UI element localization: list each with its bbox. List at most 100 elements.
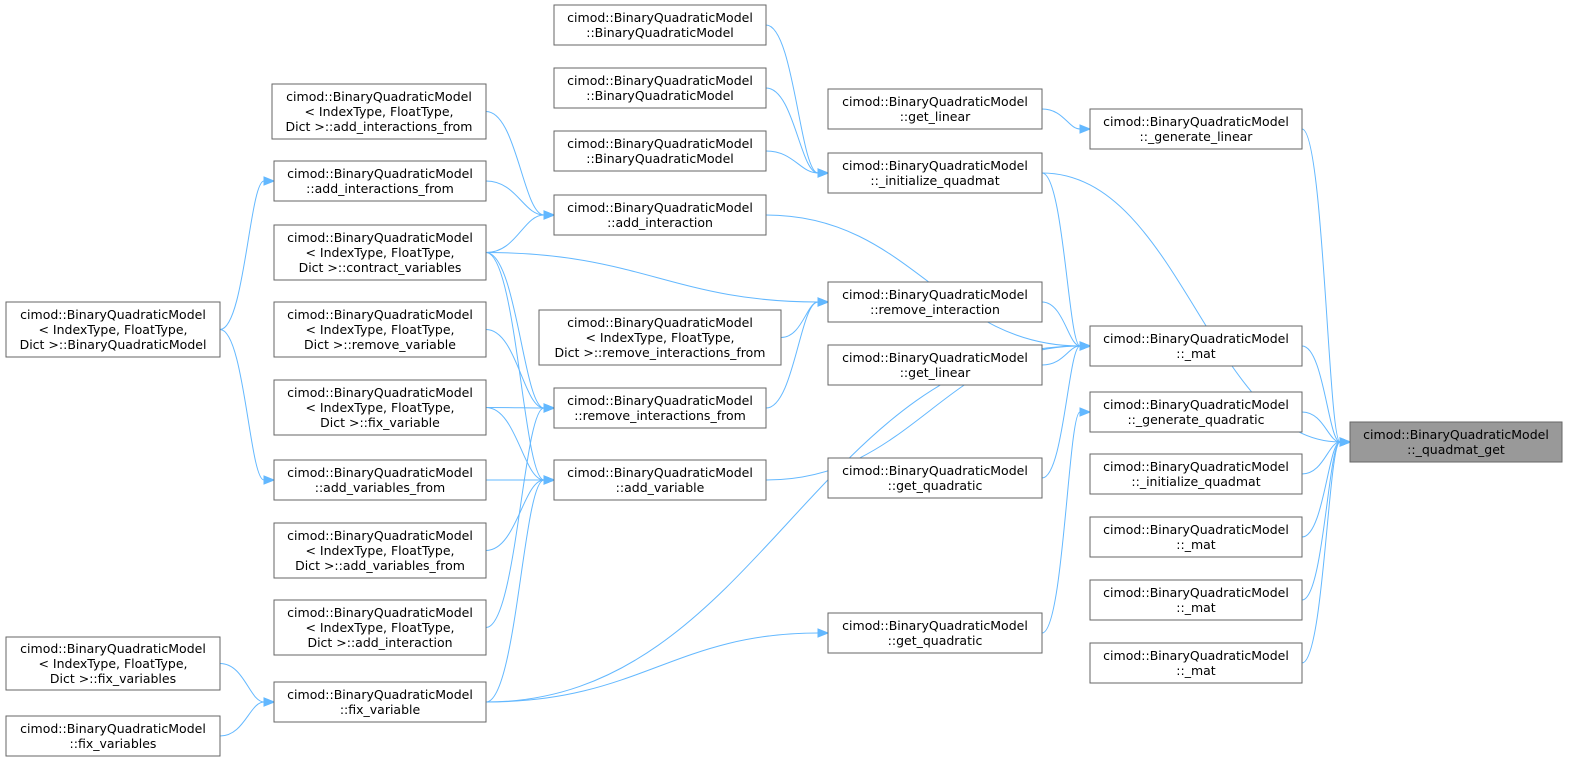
node-getlin1[interactable]: cimod::BinaryQuadraticModel::get_linear [827, 88, 1043, 130]
node-ctor_t[interactable]: cimod::BinaryQuadraticModel< IndexType, … [5, 301, 221, 358]
node-addint[interactable]: cimod::BinaryQuadraticModel::add_interac… [553, 194, 767, 236]
node-label-line: < IndexType, FloatType, [585, 330, 734, 345]
node-addintsfrom[interactable]: cimod::BinaryQuadraticModel::add_interac… [273, 160, 487, 202]
edge-fixvar_t-to-addvar [485, 407, 545, 481]
node-label-line: Dict >::contract_variables [299, 260, 462, 275]
node-genlin[interactable]: cimod::BinaryQuadraticModel::_generate_l… [1089, 108, 1303, 150]
node-label-line: < IndexType, FloatType, [305, 322, 454, 337]
edge-initq2-to-qget [1301, 441, 1341, 475]
node-initq[interactable]: cimod::BinaryQuadraticModel::_initialize… [827, 152, 1043, 194]
node-box [827, 281, 1043, 323]
node-ctor2[interactable]: cimod::BinaryQuadraticModel::BinaryQuadr… [553, 67, 767, 109]
node-box [1349, 421, 1563, 463]
node-label-line: ::BinaryQuadraticModel [586, 25, 734, 40]
edge-fixvar_t-to-remintsfrom [485, 407, 545, 409]
node-mat2[interactable]: cimod::BinaryQuadraticModel::_mat [1089, 516, 1303, 558]
node-label-line: < IndexType, FloatType, [38, 656, 187, 671]
node-label-line: < IndexType, FloatType, [305, 620, 454, 635]
node-label-line: ::_mat [1176, 537, 1216, 552]
node-box [273, 160, 487, 202]
node-label-line: ::_mat [1176, 346, 1216, 361]
node-label-line: cimod::BinaryQuadraticModel [1103, 331, 1289, 346]
arrowhead [263, 697, 276, 707]
node-fixvars_t[interactable]: cimod::BinaryQuadraticModel< IndexType, … [5, 636, 221, 691]
node-label-line: cimod::BinaryQuadraticModel [20, 721, 206, 736]
node-label-line: cimod::BinaryQuadraticModel [287, 465, 473, 480]
arrowhead [543, 210, 556, 220]
node-label-line: ::_initialize_quadmat [870, 173, 999, 188]
node-box [1089, 642, 1303, 684]
node-ctor1[interactable]: cimod::BinaryQuadraticModel::BinaryQuadr… [553, 4, 767, 46]
node-fixvar_t[interactable]: cimod::BinaryQuadraticModel< IndexType, … [273, 379, 487, 436]
node-label-line: Dict >::BinaryQuadraticModel [20, 337, 207, 352]
node-label-line: Dict >::add_variables_from [295, 558, 465, 573]
arrowhead [817, 628, 830, 638]
node-remintsfrom[interactable]: cimod::BinaryQuadraticModel::remove_inte… [553, 387, 767, 429]
node-box [538, 309, 782, 366]
edge-ctor3-to-initq [765, 150, 819, 174]
node-box [273, 599, 487, 656]
node-getlin2[interactable]: cimod::BinaryQuadraticModel::get_linear [827, 344, 1043, 386]
arrowhead [817, 297, 830, 307]
node-box [271, 83, 487, 140]
node-qget[interactable]: cimod::BinaryQuadraticModel::_quadmat_ge… [1349, 421, 1563, 463]
node-contract[interactable]: cimod::BinaryQuadraticModel< IndexType, … [273, 224, 487, 281]
node-label-line: cimod::BinaryQuadraticModel [567, 136, 753, 151]
node-fixvar[interactable]: cimod::BinaryQuadraticModel::fix_variabl… [273, 681, 487, 723]
node-getquad2[interactable]: cimod::BinaryQuadraticModel::get_quadrat… [827, 612, 1043, 654]
node-addintsfrom_t[interactable]: cimod::BinaryQuadraticModel< IndexType, … [271, 83, 487, 140]
node-label-line: cimod::BinaryQuadraticModel [287, 166, 473, 181]
node-box [553, 67, 767, 109]
arrowhead [1079, 341, 1092, 351]
arrowhead [543, 475, 556, 485]
node-getquad1[interactable]: cimod::BinaryQuadraticModel::get_quadrat… [827, 457, 1043, 499]
node-box [553, 130, 767, 172]
edge-getquad1-to-mat1 [1041, 345, 1081, 479]
edge-contract-to-addvar [485, 252, 545, 481]
node-remintsfrom_t[interactable]: cimod::BinaryQuadraticModel< IndexType, … [538, 309, 782, 366]
node-genquad[interactable]: cimod::BinaryQuadraticModel::_generate_q… [1089, 391, 1303, 433]
edge-mat2-to-qget [1301, 441, 1341, 538]
edge-contract-to-addint [485, 214, 545, 253]
edge-addintsfrom_t-to-addint [485, 111, 545, 216]
node-label-line: < IndexType, FloatType, [38, 322, 187, 337]
node-label-line: Dict >::fix_variables [50, 671, 176, 686]
node-ctor3[interactable]: cimod::BinaryQuadraticModel::BinaryQuadr… [553, 130, 767, 172]
node-addint_t[interactable]: cimod::BinaryQuadraticModel< IndexType, … [273, 599, 487, 656]
node-mat1[interactable]: cimod::BinaryQuadraticModel::_mat [1089, 325, 1303, 367]
node-box [5, 715, 221, 757]
node-addvarsfrom[interactable]: cimod::BinaryQuadraticModel::add_variabl… [273, 459, 487, 501]
node-label-line: cimod::BinaryQuadraticModel [842, 158, 1028, 173]
node-label-line: cimod::BinaryQuadraticModel [1103, 114, 1289, 129]
node-label-line: ::_mat [1176, 600, 1216, 615]
node-label-line: < IndexType, FloatType, [305, 543, 454, 558]
node-label-line: cimod::BinaryQuadraticModel [567, 465, 753, 480]
node-mat4[interactable]: cimod::BinaryQuadraticModel::_mat [1089, 642, 1303, 684]
node-addvar[interactable]: cimod::BinaryQuadraticModel::add_variabl… [553, 459, 767, 501]
node-box [5, 301, 221, 358]
node-box [273, 681, 487, 723]
node-addvarsfrom_t[interactable]: cimod::BinaryQuadraticModel< IndexType, … [273, 522, 487, 579]
node-label-line: cimod::BinaryQuadraticModel [287, 307, 473, 322]
edge-remintsfrom_t-to-remint [780, 301, 819, 338]
node-fixvars[interactable]: cimod::BinaryQuadraticModel::fix_variabl… [5, 715, 221, 757]
node-label-line: ::add_interaction [607, 215, 713, 230]
node-remint[interactable]: cimod::BinaryQuadraticModel::remove_inte… [827, 281, 1043, 323]
node-remvar_t[interactable]: cimod::BinaryQuadraticModel< IndexType, … [273, 301, 487, 358]
node-label-line: ::get_linear [900, 109, 971, 124]
node-label-line: cimod::BinaryQuadraticModel [842, 618, 1028, 633]
node-box [1089, 579, 1303, 621]
node-label-line: cimod::BinaryQuadraticModel [287, 687, 473, 702]
node-label-line: ::BinaryQuadraticModel [586, 88, 734, 103]
node-label-line: cimod::BinaryQuadraticModel [842, 350, 1028, 365]
edge-fixvars_t-to-fixvar [219, 663, 265, 703]
node-box [827, 457, 1043, 499]
node-mat3[interactable]: cimod::BinaryQuadraticModel::_mat [1089, 579, 1303, 621]
edge-initq-to-mat1 [1041, 172, 1081, 347]
node-box [553, 4, 767, 46]
node-label-line: ::remove_interactions_from [574, 408, 746, 423]
node-initq2[interactable]: cimod::BinaryQuadraticModel::_initialize… [1089, 453, 1303, 495]
node-box [553, 194, 767, 236]
edge-contract-to-remint [485, 252, 819, 303]
